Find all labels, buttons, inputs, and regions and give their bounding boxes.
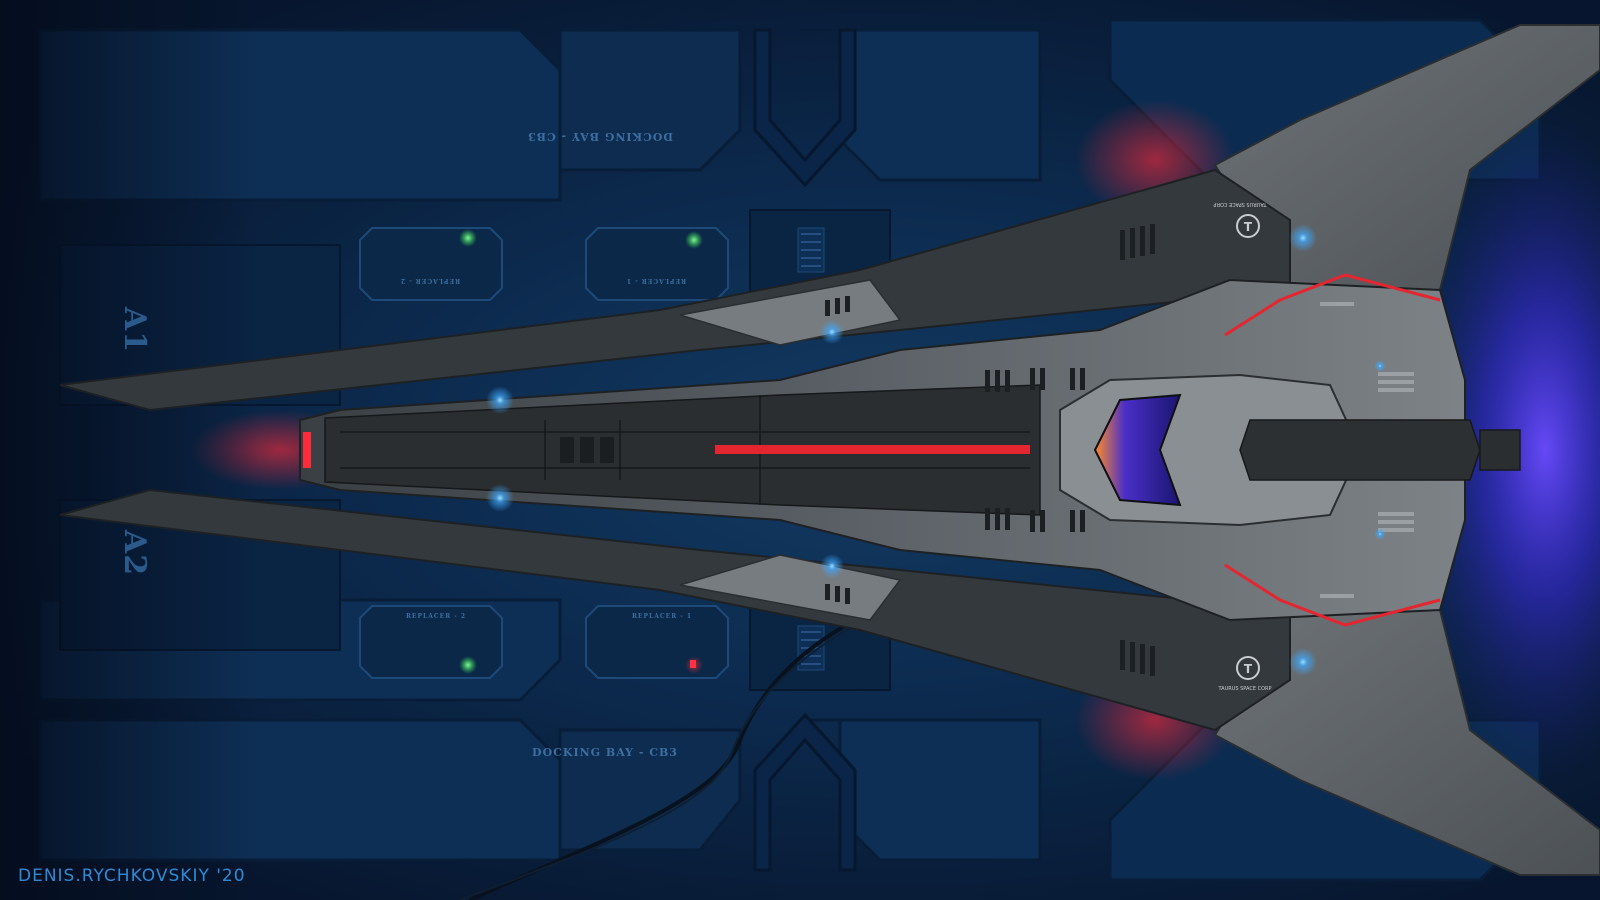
indicator-light-green <box>459 229 477 247</box>
nose-module <box>1239 419 1481 481</box>
red-spine-stripe <box>715 445 1030 454</box>
replacer-label-top-right: REPLACER - 1 <box>626 277 686 284</box>
emblem-letter-lower: T <box>1244 662 1253 676</box>
lower-prong <box>59 488 1291 732</box>
replacer-label-bottom-right: REPLACER - 1 <box>632 613 692 620</box>
cockpit-canopy <box>1093 393 1182 507</box>
emblem-lower: T TAURUS SPACE CORP <box>1217 656 1272 692</box>
replacer-label-bottom-left: REPLACER - 2 <box>406 613 466 620</box>
red-accent-lower <box>1224 563 1441 627</box>
upper-prong <box>59 168 1291 412</box>
tail-light-red <box>303 432 311 468</box>
nav-lights <box>486 224 1386 676</box>
indicator-light-red-core <box>690 660 696 668</box>
pad-a2-label: A2 <box>117 529 152 576</box>
emblem-letter-upper: T <box>1244 220 1253 234</box>
replacer-label-top-left: REPLACER - 2 <box>400 277 460 284</box>
emblem-upper: T TAURUS SPACE CORP <box>1213 201 1268 238</box>
company-name-upper: TAURUS SPACE CORP <box>1213 201 1267 207</box>
indicator-light-green <box>685 231 703 249</box>
red-accent-upper <box>1224 273 1441 337</box>
artist-signature: DENIS.RYCHKOVSKIY '20 <box>18 866 246 886</box>
nose-tip <box>1479 429 1521 471</box>
indicator-light-green <box>459 656 477 674</box>
pad-a1-label: A1 <box>117 306 152 353</box>
company-name-lower: TAURUS SPACE CORP <box>1217 686 1271 692</box>
bay-label-bottom: DOCKING BAY - CB3 <box>532 746 678 759</box>
bay-label-top: DOCKING BAY - CB3 <box>527 130 673 143</box>
